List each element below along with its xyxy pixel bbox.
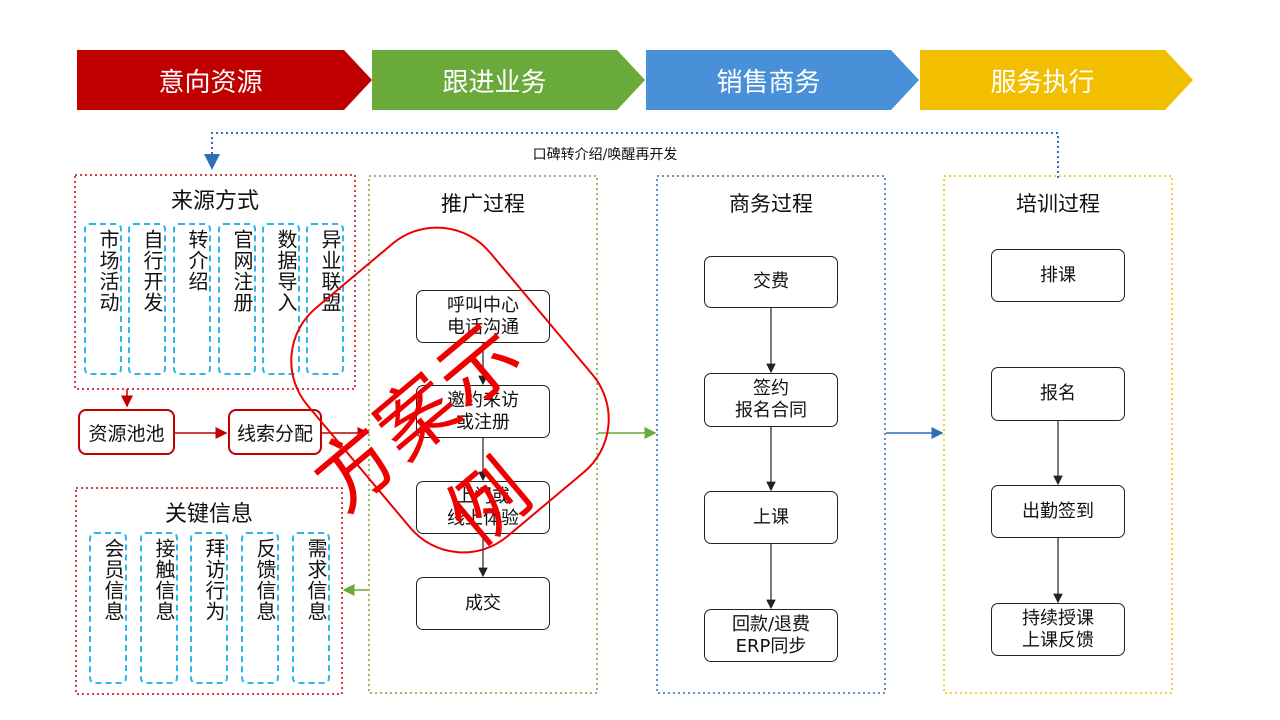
source-item-data-import: 数据导入 xyxy=(262,223,300,375)
train-step-attendance: 出勤签到 xyxy=(991,485,1125,538)
banner-label-2: 跟进业务 xyxy=(442,67,547,98)
source-item-referral: 转介绍 xyxy=(173,223,211,375)
keyinfo-panel-border xyxy=(75,487,343,695)
promo-step-invite: 邀约来访 或注册 xyxy=(416,385,550,438)
keyinfo-item-member: 会员信息 xyxy=(89,532,127,684)
business-panel: 商务过程 xyxy=(657,176,885,693)
resource-pool-box: 资源池池 xyxy=(78,409,175,455)
train-step-ongoing: 持续授课 上课反馈 xyxy=(991,603,1125,656)
source-title: 来源方式 xyxy=(170,189,259,214)
keyinfo-item-feedback: 反馈信息 xyxy=(241,532,279,684)
banner-arrow-1 xyxy=(77,50,372,110)
biz-step-refund-erp: 回款/退费 ERP同步 xyxy=(704,609,838,662)
banner-arrow-4 xyxy=(920,50,1193,110)
training-title: 培训过程 xyxy=(1016,192,1100,216)
source-panel: 来源方式 xyxy=(75,175,355,389)
keyinfo-panel: 关键信息 xyxy=(76,488,342,694)
promo-step-call-center: 呼叫中心 电话沟通 xyxy=(416,290,550,343)
promo-step-experience: 上门或 线上体验 xyxy=(416,481,550,534)
promotion-panel: 推广过程 xyxy=(369,176,597,693)
banner-arrow-3 xyxy=(646,50,919,110)
banner-label-1: 意向资源 xyxy=(158,67,263,98)
banner-label-3: 销售商务 xyxy=(716,67,821,98)
train-step-enroll: 报名 xyxy=(991,367,1125,421)
training-panel: 培训过程 xyxy=(944,176,1172,693)
source-item-self-dev: 自行开发 xyxy=(128,223,166,375)
source-panel-border xyxy=(74,174,356,390)
biz-step-payment: 交费 xyxy=(704,256,838,308)
train-step-schedule: 排课 xyxy=(991,249,1125,302)
training-panel-border xyxy=(943,175,1173,694)
lead-assign-box: 线索分配 xyxy=(228,409,322,455)
biz-step-class: 上课 xyxy=(704,491,838,544)
keyinfo-item-visit: 拜访行为 xyxy=(190,532,228,684)
loop-label: 口碑转介绍/唤醒再开发 xyxy=(480,144,730,164)
keyinfo-item-demand: 需求信息 xyxy=(292,532,330,684)
business-title: 商务过程 xyxy=(729,192,813,216)
source-item-alliance: 异业联盟 xyxy=(306,223,344,375)
promo-step-deal: 成交 xyxy=(416,577,550,630)
keyinfo-item-contact: 接触信息 xyxy=(140,532,178,684)
source-item-market: 市场活动 xyxy=(84,223,122,375)
keyinfo-title: 关键信息 xyxy=(164,502,253,527)
biz-step-contract: 签约 报名合同 xyxy=(704,373,838,427)
promotion-title: 推广过程 xyxy=(441,192,525,216)
source-item-web-register: 官网注册 xyxy=(218,223,256,375)
banner-arrow-2 xyxy=(372,50,645,110)
business-panel-border xyxy=(656,175,886,694)
banner-label-4: 服务执行 xyxy=(990,67,1095,98)
